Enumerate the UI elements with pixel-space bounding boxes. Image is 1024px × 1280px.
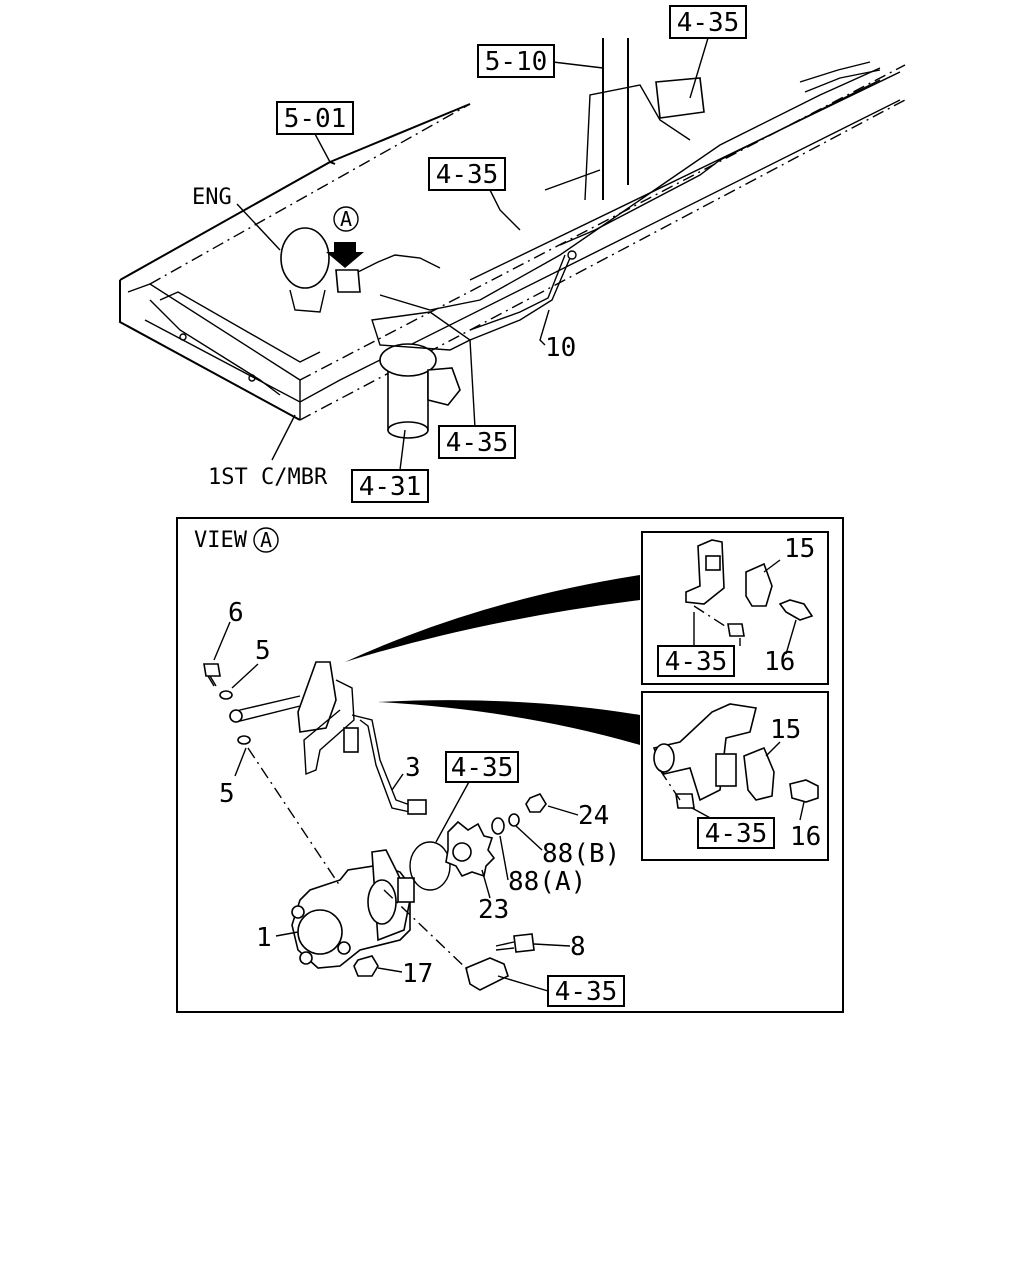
part-5-lower-label: 5 bbox=[219, 779, 235, 809]
bolt-6 bbox=[203, 663, 221, 687]
connector-block bbox=[655, 77, 705, 119]
part-23-label: 23 bbox=[478, 895, 509, 925]
view-a-title: VIEW A bbox=[194, 527, 279, 553]
bracket-and-pipe bbox=[228, 661, 427, 815]
washer-88b bbox=[508, 813, 520, 827]
first-crossmember-label: 1ST C/MBR bbox=[208, 465, 328, 490]
ref-box-4-31[interactable]: 4-31 bbox=[351, 469, 429, 503]
view-arrow-icon bbox=[326, 242, 364, 268]
inset-lower-frame bbox=[641, 691, 829, 861]
part-6-label: 6 bbox=[228, 598, 244, 628]
view-a-marker-circle bbox=[333, 206, 359, 232]
callout-wedge-upper bbox=[345, 575, 640, 662]
view-title-label: VIEW bbox=[194, 528, 248, 553]
part-88b-label: 88(B) bbox=[542, 839, 620, 869]
part-10-label: 10 bbox=[545, 333, 576, 363]
inset-upper-frame bbox=[641, 531, 829, 685]
engine-mount-circle bbox=[280, 227, 330, 289]
ref-4-31-label: 4-31 bbox=[359, 472, 422, 502]
washer-88a bbox=[491, 817, 505, 835]
inset-lower: 15 16 bbox=[641, 691, 829, 861]
ref-box-4-35-top[interactable]: 4-35 bbox=[669, 5, 747, 39]
ref-box-4-35-bottom[interactable]: 4-35 bbox=[547, 975, 625, 1007]
ref-4-35-bottom-label: 4-35 bbox=[555, 977, 618, 1007]
detail-leader-lines bbox=[213, 621, 579, 992]
part-24-label: 24 bbox=[578, 801, 609, 831]
ref-box-inset-lower[interactable]: 4-35 bbox=[697, 817, 775, 849]
chassis-overview-illustration bbox=[119, 38, 906, 439]
pipe-flange bbox=[465, 957, 509, 991]
callout-wedge-lower bbox=[378, 700, 640, 745]
bolt-8 bbox=[495, 933, 535, 953]
inset-lower-part-16-label: 16 bbox=[790, 822, 821, 852]
view-a-detail-frame bbox=[176, 517, 844, 1013]
nut-24 bbox=[525, 793, 547, 813]
view-marker-label-top: A bbox=[340, 207, 352, 231]
inset-upper-ref-label: 4-35 bbox=[665, 647, 728, 677]
washer-5-lower bbox=[237, 735, 251, 745]
ref-4-35-top-label: 4-35 bbox=[677, 8, 740, 38]
o-ring bbox=[409, 841, 451, 891]
view-title-marker-label: A bbox=[260, 528, 272, 552]
inset-lower-ref-label: 4-35 bbox=[705, 819, 768, 849]
ref-box-5-01[interactable]: 5-01 bbox=[276, 101, 354, 135]
view-title-marker-circle bbox=[253, 527, 279, 553]
inset-upper-part-16-label: 16 bbox=[764, 647, 795, 677]
drive-gear-23 bbox=[445, 820, 496, 878]
ref-box-inset-upper[interactable]: 4-35 bbox=[657, 645, 735, 677]
inset-upper: 15 16 bbox=[641, 531, 829, 685]
top-leader-lines bbox=[236, 37, 709, 471]
pump-assembly-top bbox=[371, 311, 472, 439]
part-8-label: 8 bbox=[570, 932, 586, 962]
ref-4-35-mid-label: 4-35 bbox=[436, 160, 499, 190]
inset-upper-part-15-label: 15 bbox=[784, 534, 815, 564]
ref-5-10-label: 5-10 bbox=[485, 47, 548, 77]
part-3-label: 3 bbox=[405, 753, 421, 783]
ref-4-35-lower-label: 4-35 bbox=[446, 428, 509, 458]
power-steering-pump bbox=[291, 849, 415, 969]
engine-label: ENG bbox=[192, 185, 232, 210]
ref-box-4-35-mid[interactable]: 4-35 bbox=[428, 157, 506, 191]
part-5-upper-label: 5 bbox=[255, 636, 271, 666]
ref-box-4-35-lower[interactable]: 4-35 bbox=[438, 425, 516, 459]
ref-box-4-35-center[interactable]: 4-35 bbox=[445, 751, 519, 783]
bolt-17 bbox=[353, 955, 379, 977]
part-1-label: 1 bbox=[256, 923, 272, 953]
part-88a-label: 88(A) bbox=[508, 867, 586, 897]
inset-lower-part-15-label: 15 bbox=[770, 715, 801, 745]
ref-box-5-10[interactable]: 5-10 bbox=[477, 44, 555, 78]
ref-4-35-center-label: 4-35 bbox=[451, 753, 514, 783]
washer-5-upper bbox=[219, 690, 233, 700]
part-17-label: 17 bbox=[402, 959, 433, 989]
ref-5-01-label: 5-01 bbox=[284, 104, 347, 134]
